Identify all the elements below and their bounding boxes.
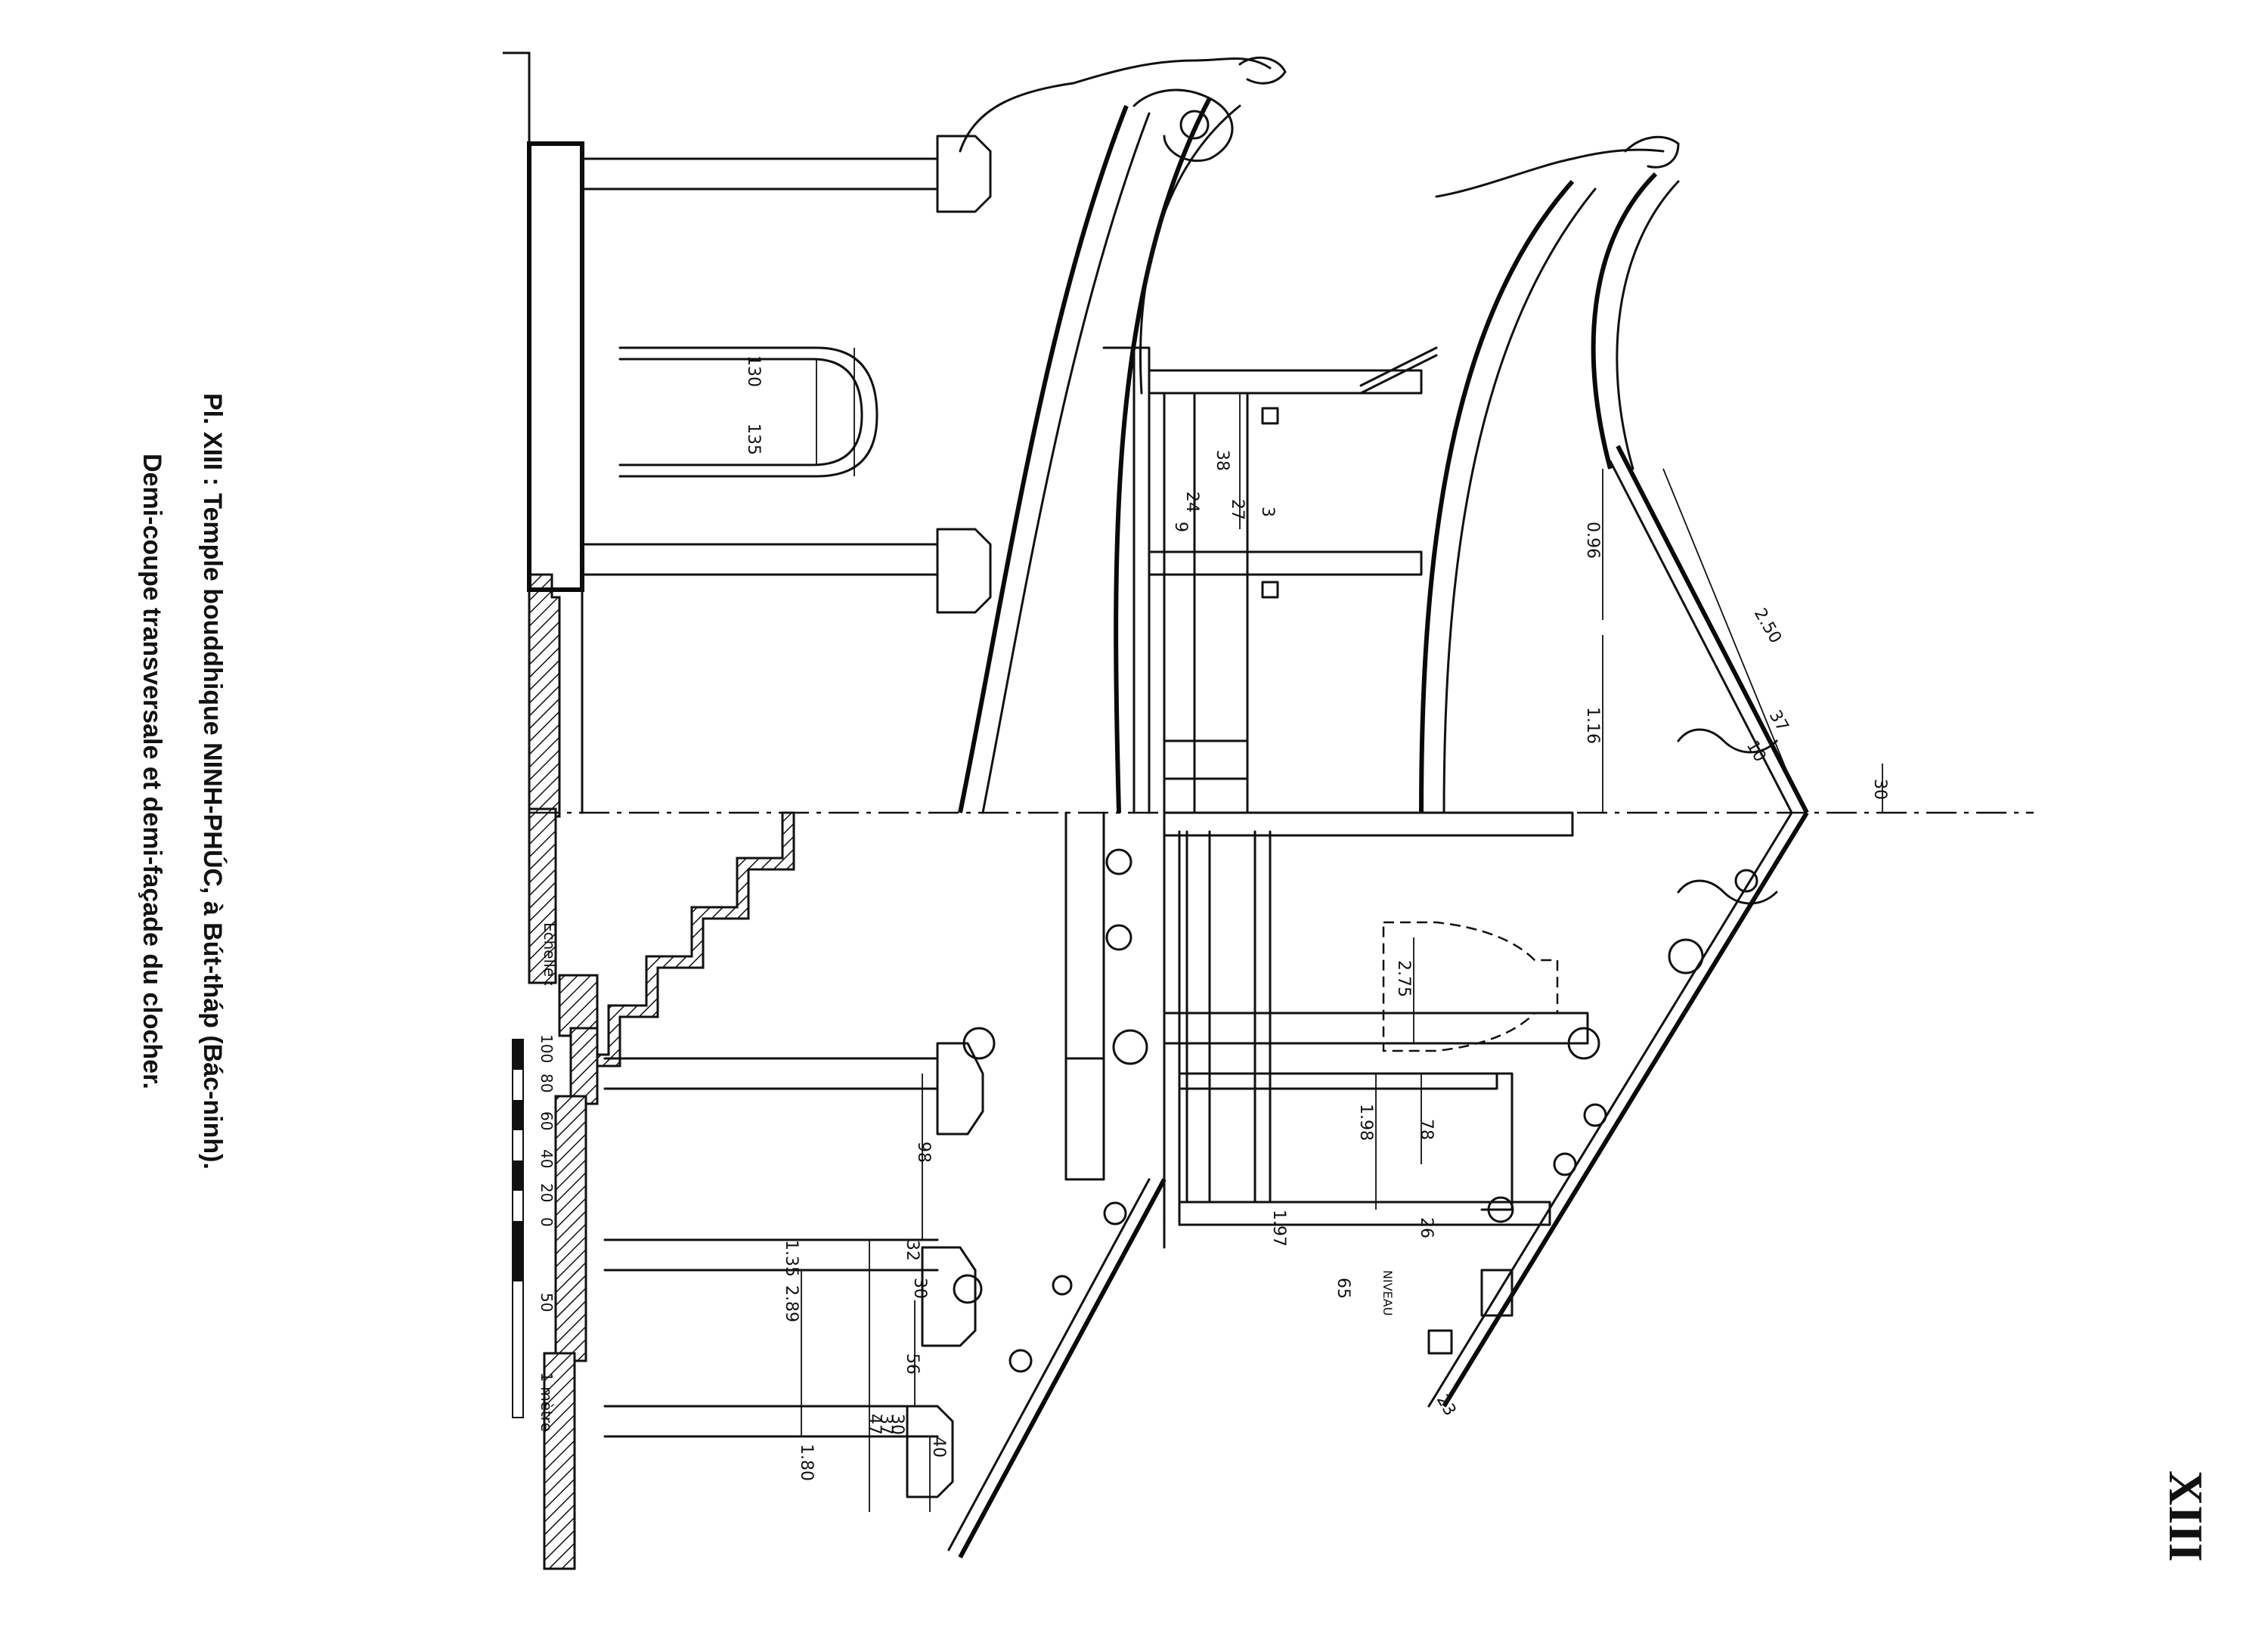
dim-98: 98 [914,1142,933,1163]
scale-tick-60: 60 [538,1111,556,1130]
dim-3: 3 [1258,507,1277,517]
dim-78: 78 [1417,1119,1436,1140]
scale-tick-80: 80 [538,1074,556,1092]
upper-pavilion [527,135,992,814]
dim-1-97: 1.97 [1269,1210,1288,1247]
dim-1-98: 1.98 [1356,1104,1375,1141]
ground-hatching [503,51,599,1570]
dim-130: 130 [744,355,763,387]
dim-30-mid: 30 [910,1278,929,1299]
dim-135: 135 [744,423,763,455]
dim-1-35: 1.35 [782,1240,801,1277]
dim-56: 56 [903,1353,922,1374]
scale-tick-100: 100 [538,1034,556,1063]
scale-label: Echelle : [541,922,559,987]
bell-tower-section [603,445,1809,1559]
dim-30-low: 30 [888,1414,906,1435]
dim-9: 9 [1171,522,1190,532]
dim-30-top: 30 [1870,779,1889,800]
structural-beams [1148,369,1574,837]
dim-32: 32 [903,1240,922,1261]
dim-2-75: 2.75 [1394,960,1413,997]
dimension-labels: 130 135 38 27 24 9 3 0.96 1.16 2.50 37 1… [744,355,1889,1481]
dimension-lines [801,348,1883,1512]
scale-tick-20: 20 [538,1183,556,1202]
scale-tick-0: 0 [538,1217,556,1227]
caption-subtitle: Demi-coupe transversale et demi-façade d… [138,454,166,1089]
dim-2-89: 2.89 [782,1285,801,1322]
dim-47: 47 [865,1414,884,1435]
dim-65: 65 [1334,1278,1352,1299]
dim-27: 27 [1228,499,1247,520]
dim-24: 24 [1182,491,1201,513]
scale-tick-1m: 1 mètre [538,1372,556,1432]
dim-37: 37 [1765,708,1792,736]
plate-number: XIII [2159,1470,2213,1562]
dim-38: 38 [1213,450,1232,471]
dim-0-96: 0.96 [1583,522,1602,559]
dim-1-16: 1.16 [1583,707,1602,744]
plate-caption: Pl. XIII : Temple bouddhique NINH-PHÚC, … [138,393,227,1170]
dim-37-low: 37 [876,1414,895,1435]
dim-40: 40 [929,1436,948,1458]
scale-bar: Echelle : 100 80 60 40 20 0 50 1 mètre [512,922,559,1432]
niveau-label: NIVEAU [1380,1270,1395,1315]
dim-26: 26 [1417,1217,1436,1238]
dim-2-50: 2.50 [1750,606,1785,647]
scale-tick-40: 40 [538,1149,556,1168]
dim-1-80: 1.80 [797,1444,816,1481]
caption-title: Pl. XIII : Temple bouddhique NINH-PHÚC, … [198,393,227,1170]
stair-profile [596,811,795,1067]
curved-roofs [958,56,1680,814]
scale-tick-50: 50 [538,1293,556,1312]
